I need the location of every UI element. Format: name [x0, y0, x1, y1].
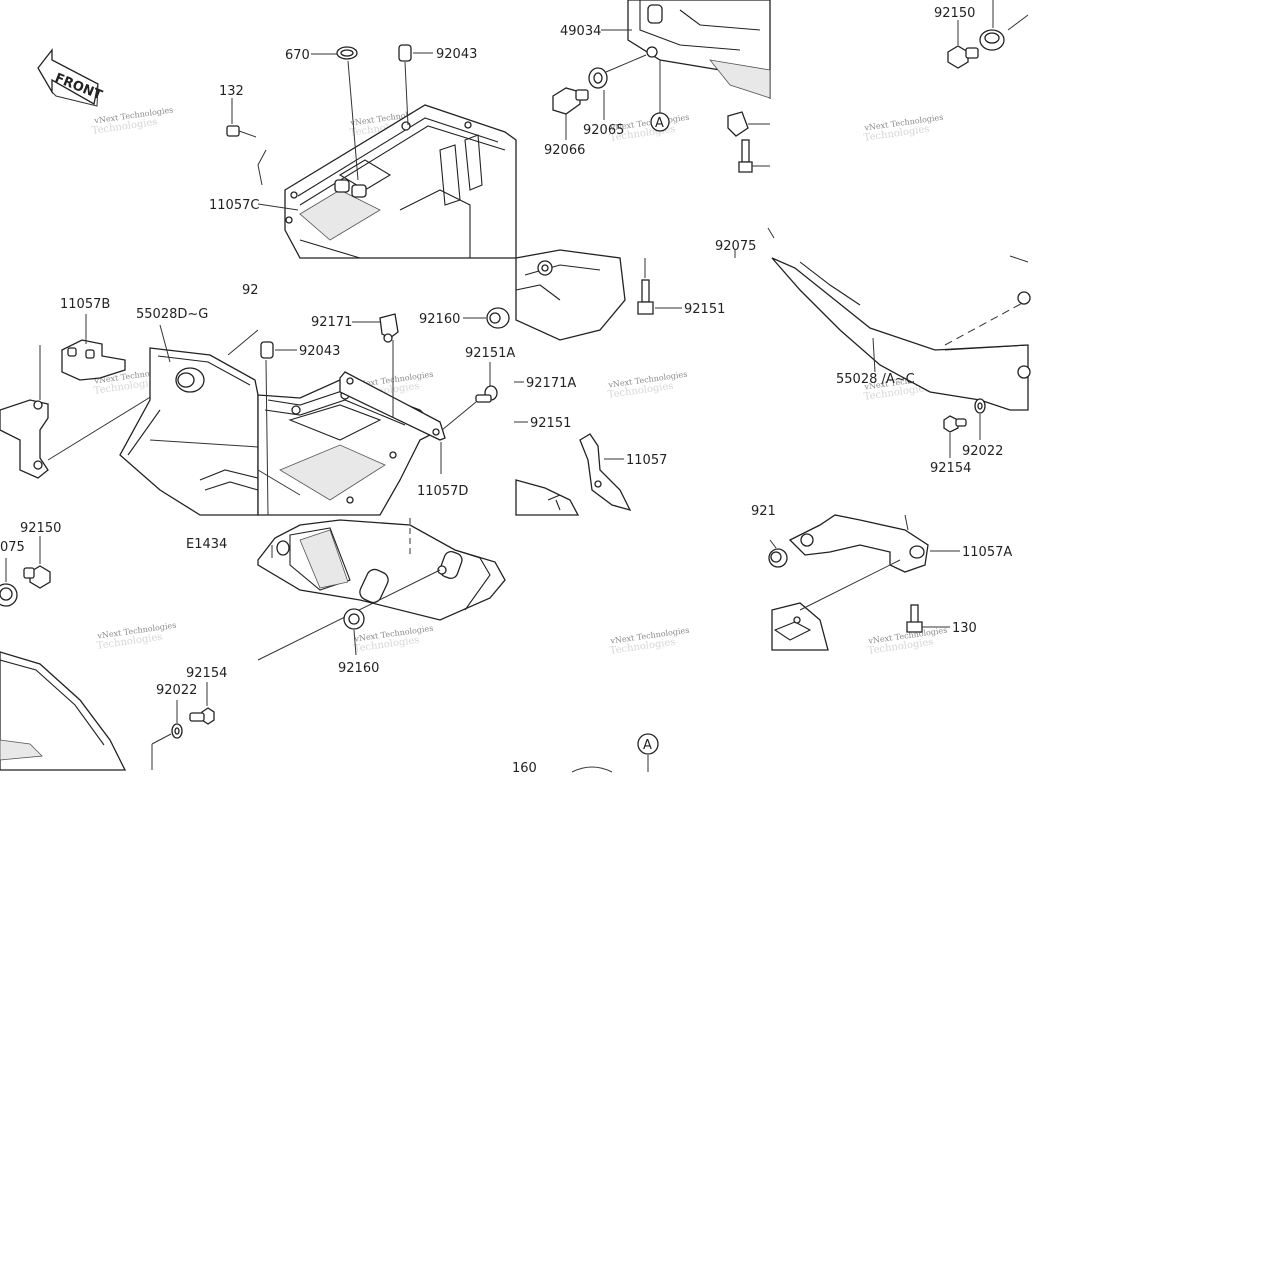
- bolt-92151-mid: [637, 258, 682, 315]
- o-ring-670: [311, 46, 359, 181]
- svg-text:A: A: [643, 738, 652, 753]
- bracket-11057a: [788, 514, 960, 573]
- label-55028ac: 55028 /A~C: [836, 372, 915, 387]
- label-132: 132: [219, 84, 244, 99]
- dowel-pin-92043-mid: [260, 341, 297, 516]
- figure-code: E1434: [186, 537, 227, 552]
- label-92-fragment: 92: [242, 283, 259, 298]
- side-cover-55028-right: [767, 227, 1031, 411]
- watermark: Technologies vNext Technologies: [863, 113, 944, 144]
- label-11057a: 11057A: [962, 545, 1012, 560]
- label-92154-right: 92154: [930, 461, 971, 476]
- label-130: 130: [952, 621, 977, 636]
- washer-92022-left: [151, 700, 183, 770]
- label-160-fragment: 160: [512, 761, 537, 776]
- label-11057d: 11057D: [417, 484, 468, 499]
- label-92022-right: 92022: [962, 444, 1003, 459]
- grommet-lower-right: [768, 539, 788, 568]
- bolt-92154-left: [189, 682, 215, 725]
- label-92065: 92065: [583, 123, 624, 138]
- watermark: Technologies vNext Technologies: [91, 105, 174, 136]
- grommet-92160-mid: [463, 307, 510, 329]
- washer-92022-right: [974, 398, 986, 440]
- label-92160-mid: 92160: [419, 312, 460, 327]
- label-11057b: 11057B: [60, 297, 110, 312]
- watermark: Technologies vNext Technologies: [609, 626, 690, 657]
- washer-92065: [588, 54, 647, 120]
- label-92160-bottom: 92160: [338, 661, 379, 676]
- bracket-11057b: [61, 314, 126, 381]
- grommet-92160-bottom: [343, 608, 365, 656]
- label-49034: 49034: [560, 24, 601, 39]
- side-cover-lower-left: [0, 651, 127, 771]
- side-cover-55028-left: [119, 324, 259, 516]
- grommet-tr: [979, 0, 1029, 51]
- label-92151-mid: 92151: [684, 302, 725, 317]
- bracket-11057: [515, 433, 632, 516]
- label-92043-mid: 92043: [299, 344, 340, 359]
- arc-fragment: [571, 766, 613, 773]
- oil-pan-assembly-top: [257, 104, 517, 259]
- drain-plug-92066: [552, 87, 589, 140]
- bolt-92150-left: [23, 536, 51, 589]
- ref-marker-a-top: A: [650, 60, 670, 132]
- bolt-92154-right: [943, 415, 967, 458]
- side-cover-lower-right: [771, 559, 901, 651]
- label-11057: 11057: [626, 453, 667, 468]
- label-92066: 92066: [544, 143, 585, 158]
- label-92151-right: 92151: [530, 416, 571, 431]
- label-92043-top: 92043: [436, 47, 477, 62]
- label-92150-tr: 92150: [934, 6, 975, 21]
- bolt-92151a: [441, 362, 498, 431]
- oil-pan-assembly-middle: [257, 379, 442, 516]
- label-92022-left: 92022: [156, 683, 197, 698]
- grommet-left: [0, 558, 18, 607]
- front-arrow-badge: FRONT: [37, 48, 104, 107]
- clip-92171: [352, 313, 399, 418]
- label-55028dg: 55028D~G: [136, 307, 208, 322]
- bolt-132: [226, 98, 257, 138]
- label-11057c: 11057C: [209, 198, 259, 213]
- bolt-92150-tr: [947, 20, 979, 69]
- label-075-fragment: 075: [0, 540, 25, 555]
- label-92154-left: 92154: [186, 666, 227, 681]
- ref-marker-a-bottom: A: [637, 733, 659, 772]
- clip-bracket: [727, 111, 770, 137]
- label-92171: 92171: [311, 315, 352, 330]
- label-92171a: 92171A: [526, 376, 576, 391]
- oil-pan-assembly-right: [515, 0, 771, 341]
- watermark: Technologies vNext Technologies: [607, 370, 688, 401]
- label-670: 670: [285, 48, 310, 63]
- bolt-vertical: [738, 139, 770, 173]
- bolt-130: [906, 604, 950, 633]
- label-921-fragment: 921: [751, 504, 776, 519]
- watermark: Technologies vNext Technologies: [353, 624, 434, 655]
- dowel-pin-92043-top: [398, 44, 433, 126]
- bracket-left-lower: [0, 345, 171, 479]
- svg-text:A: A: [655, 116, 664, 131]
- watermark: Technologies vNext Technologies: [96, 621, 177, 652]
- side-cover-lower-middle: [257, 518, 506, 661]
- label-92075-mid: 92075: [715, 239, 756, 254]
- label-92150-left: 92150: [20, 521, 61, 536]
- label-92151a: 92151A: [465, 346, 515, 361]
